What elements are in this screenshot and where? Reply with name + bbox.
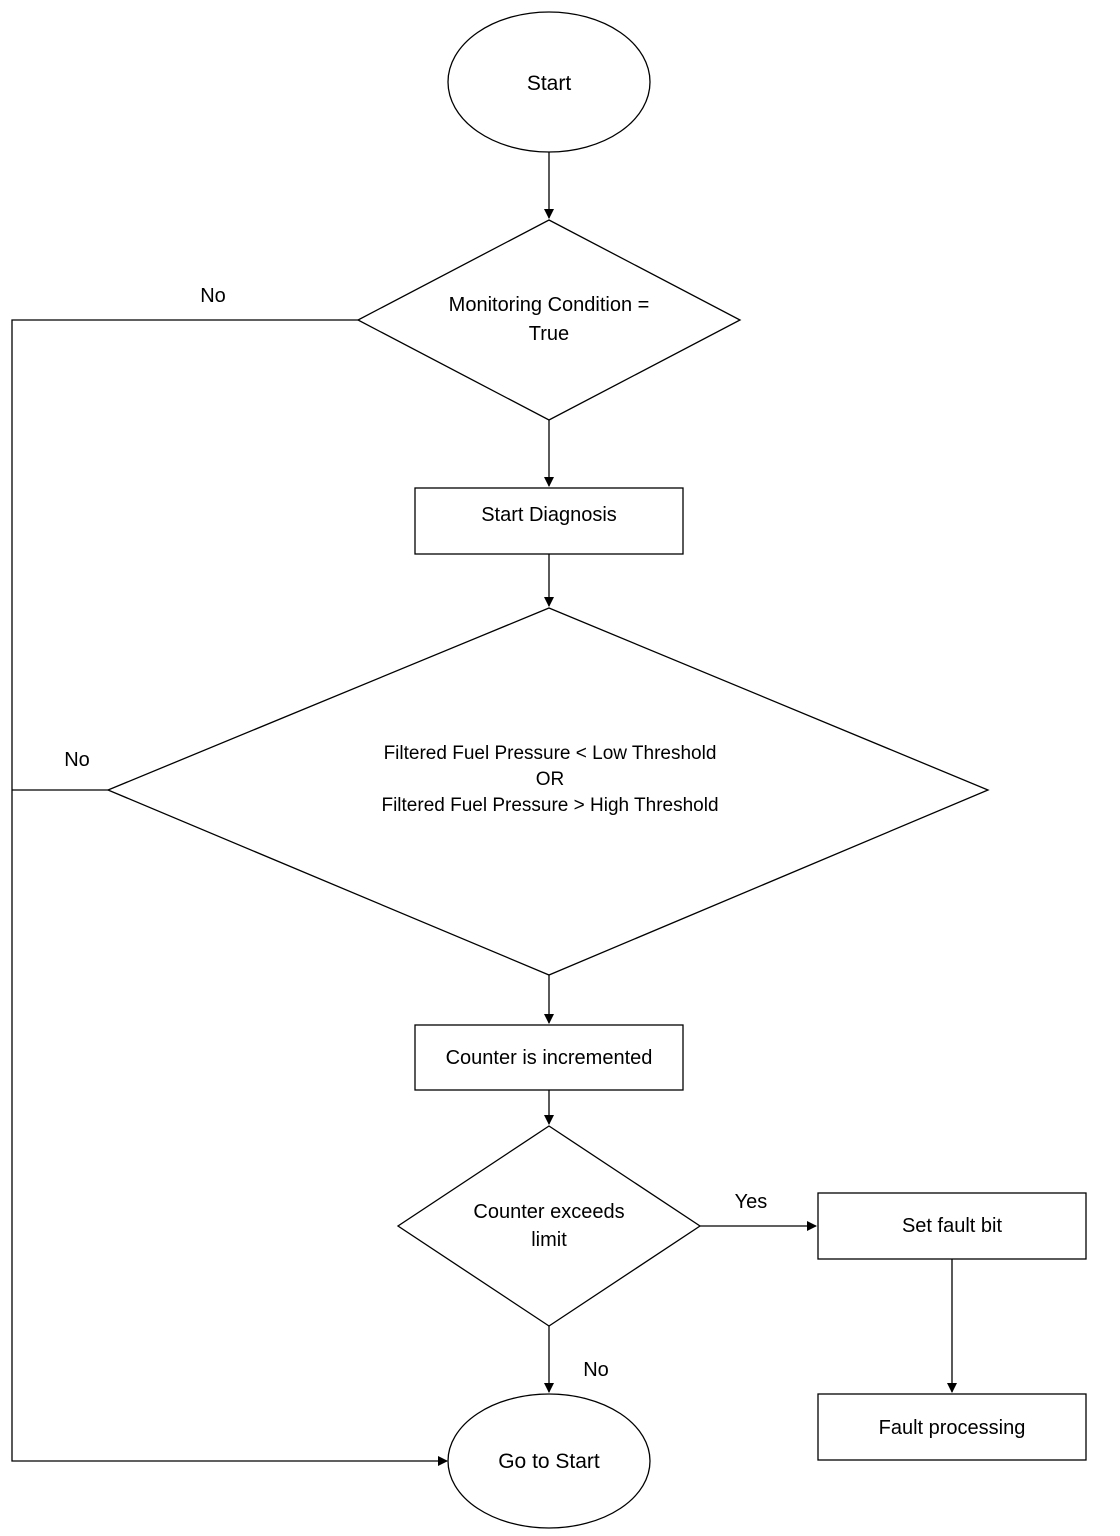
- counter-exceeds-label-line2: limit: [531, 1229, 567, 1251]
- fault-processing-label: Fault processing: [879, 1417, 1026, 1439]
- counter-no-label: No: [583, 1359, 609, 1381]
- set-fault-bit-label: Set fault bit: [902, 1215, 1003, 1237]
- fuel-pressure-label-line1: Filtered Fuel Pressure < Low Threshold: [384, 743, 717, 764]
- counter-incremented-process: [414, 1024, 684, 1091]
- monitoring-condition-decision: [356, 219, 742, 421]
- fuel-pressure-label-line2: OR: [536, 769, 565, 790]
- start-terminal: [447, 11, 651, 153]
- set-fault-bit-process: [817, 1192, 1087, 1260]
- pressure-no-label: No: [64, 749, 90, 771]
- counter-yes-label: Yes: [735, 1191, 768, 1213]
- counter-incremented-label: Counter is incremented: [446, 1047, 653, 1069]
- monitoring-no-label: No: [200, 285, 226, 307]
- start-label: Start: [527, 72, 572, 95]
- start-diagnosis-label: Start Diagnosis: [481, 504, 617, 526]
- monitoring-condition-label-line2: True: [529, 323, 569, 345]
- monitoring-condition-label-line1: Monitoring Condition =: [449, 294, 650, 316]
- counter-exceeds-label-line1: Counter exceeds: [473, 1201, 624, 1223]
- go-to-start-label: Go to Start: [498, 1450, 600, 1473]
- counter-exceeds-decision: [396, 1125, 702, 1327]
- go-to-start-terminal: [447, 1393, 651, 1529]
- fuel-pressure-label-line3: Filtered Fuel Pressure > High Threshold: [381, 795, 718, 816]
- fault-processing-process: [817, 1393, 1087, 1461]
- start-diagnosis-process: [414, 487, 684, 555]
- fuel-pressure-decision: [106, 607, 990, 976]
- edge-monitoring-no-loop: [11, 319, 448, 1466]
